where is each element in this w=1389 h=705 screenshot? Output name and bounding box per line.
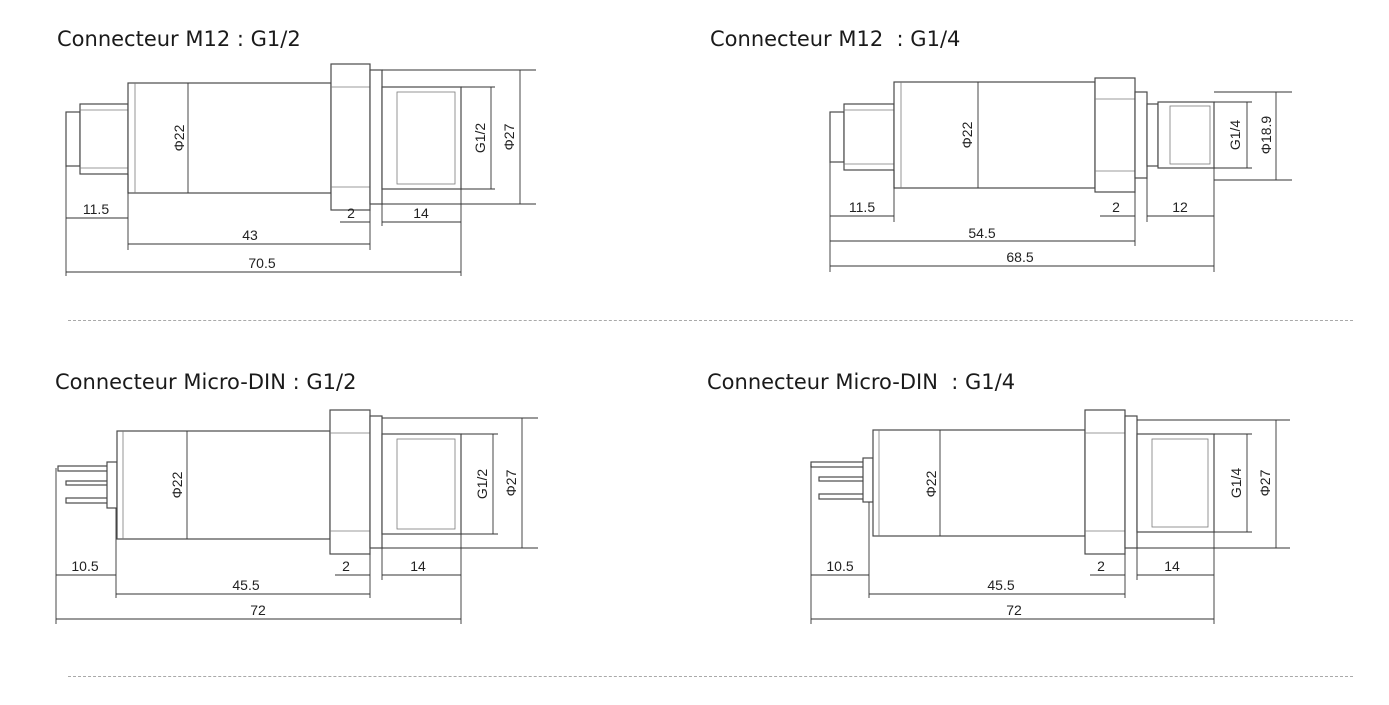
dim-body-length: 54.5 [968,225,995,241]
dim-body-length: 43 [242,227,258,243]
dim-thread-length: 14 [410,558,426,574]
dim-total-length: 72 [250,602,266,618]
dim-thread: G1/4 [1227,120,1243,151]
dim-thread: G1/2 [472,123,488,154]
dim-total-length: 68.5 [1006,249,1033,265]
drawing-title: Connecteur M12 : G1/2 [57,27,301,51]
hex-nut [1094,77,1136,193]
washer [1134,91,1148,179]
washer [369,415,383,549]
dim-thread: G1/2 [474,469,490,500]
dashed-divider [68,320,1353,321]
sensor-drawing-m12-g12: Φ22 G1/2 Φ27 11.5 2 14 43 70.5 [65,63,536,276]
dim-body-diameter: Φ22 [171,124,187,151]
m12-connector-nut [829,111,845,163]
thread [381,86,462,190]
washer [1124,415,1138,549]
dim-hex-diameter: Φ27 [501,123,517,150]
washer [369,69,383,205]
dim-connector-length: 11.5 [83,201,109,217]
dim-hex-diameter: Φ18.9 [1258,116,1274,155]
thread [1157,101,1215,169]
sensor-drawing-microdin-g14: Φ22 G1/4 Φ27 10.5 2 14 45.5 72 [810,409,1290,624]
hex-nut [1084,409,1126,555]
dim-body-length: 45.5 [232,577,259,593]
dim-thread-length: 12 [1172,199,1188,215]
pin [818,493,870,500]
dim-thread: G1/4 [1228,468,1244,499]
sensor-body [127,82,332,194]
hex-nut [330,63,371,211]
pin [818,476,870,482]
dim-total-length: 72 [1006,602,1022,618]
dim-hex-diameter: Φ27 [1257,469,1273,496]
sensor-body [872,429,1086,537]
m12-connector [843,103,895,171]
thread [381,433,462,535]
drawing-title: Connecteur M12 : G1/4 [710,27,961,51]
dim-gap: 2 [347,205,355,221]
sensor-body [893,81,1096,189]
pin [810,461,870,468]
m12-connector-nut [65,111,81,167]
dashed-divider [68,676,1353,677]
sensor-drawing-microdin-g12: Φ22 G1/2 Φ27 10.5 2 14 45.5 72 [55,409,538,624]
dim-body-diameter: Φ22 [959,121,975,148]
thread [1136,433,1215,533]
dim-thread-length: 14 [1164,558,1180,574]
dim-body-length: 45.5 [987,577,1014,593]
dim-gap: 2 [1097,558,1105,574]
dim-hex-diameter: Φ27 [503,469,519,496]
dim-total-length: 70.5 [248,255,275,271]
dim-body-diameter: Φ22 [169,471,185,498]
dim-connector-length: 10.5 [71,558,98,574]
sensor-body [116,430,331,540]
m12-connector [79,103,129,175]
dim-body-diameter: Φ22 [923,470,939,497]
dim-connector-length: 11.5 [849,199,875,215]
dim-connector-length: 10.5 [826,558,853,574]
dim-gap: 2 [342,558,350,574]
hex-nut [329,409,371,555]
dim-gap: 2 [1112,199,1120,215]
sensor-drawing-m12-g14: Φ22 G1/4 Φ18.9 11.5 2 12 54.5 68.5 [829,77,1292,272]
dim-thread-length: 14 [413,205,429,221]
drawing-title: Connecteur Micro-DIN : G1/2 [55,370,357,394]
drawing-title: Connecteur Micro-DIN : G1/4 [707,370,1016,394]
